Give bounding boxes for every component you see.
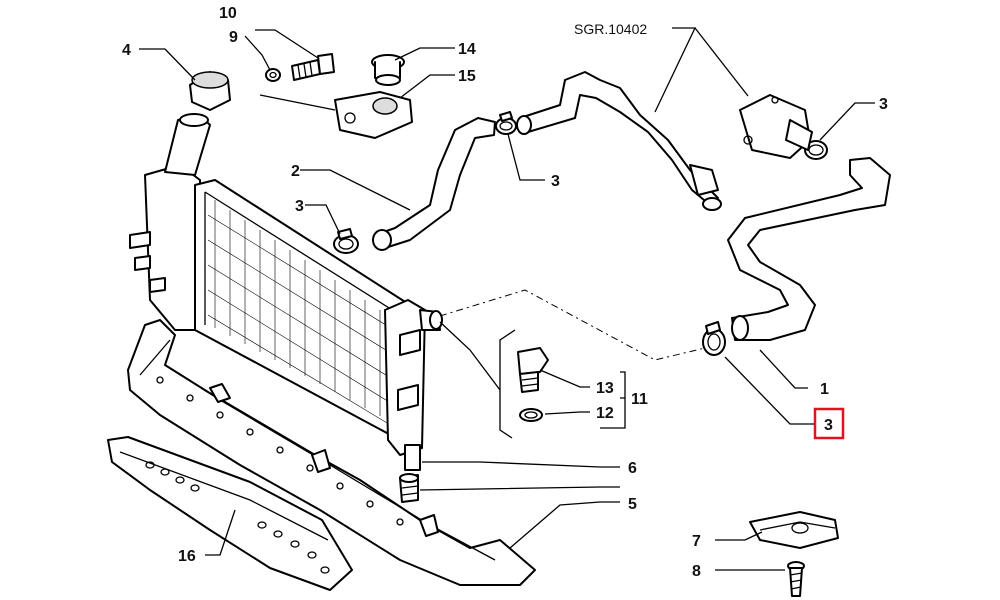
callout-14: 14 — [458, 41, 476, 58]
radiator — [129, 113, 443, 471]
callout-8: 8 — [692, 563, 701, 580]
callout-9: 9 — [229, 29, 238, 46]
callout-1: 1 — [820, 381, 829, 398]
callout-13: 13 — [596, 380, 614, 397]
part-2-upper-hose — [372, 117, 496, 251]
clamp-top-right — [804, 140, 828, 160]
callout-7: 7 — [692, 533, 701, 550]
callout-3-top-mid: 3 — [551, 173, 560, 190]
part-11-bracket-line — [499, 329, 516, 439]
clamp-highlighted — [702, 321, 726, 356]
thermostat-housing — [739, 94, 813, 159]
part-16-lower-shield — [107, 436, 353, 591]
coolant-pipe-assembly — [516, 71, 722, 211]
callout-11: 11 — [631, 391, 648, 408]
assembly-dash-line — [439, 289, 706, 361]
clamp-top-mid — [495, 111, 517, 135]
callout-16: 16 — [178, 548, 196, 565]
callout-3-highlighted: 3 — [824, 417, 833, 434]
part-12-o-ring — [519, 408, 543, 422]
callout-6: 6 — [628, 460, 637, 477]
callout-4: 4 — [122, 42, 131, 59]
part-10-screw — [291, 53, 335, 81]
part-9-washer — [265, 68, 281, 82]
part-8-screw — [787, 561, 805, 597]
part-1-lower-hose — [727, 157, 891, 341]
callout-3-left: 3 — [295, 198, 304, 215]
reference-code-label: SGR.10402 — [574, 21, 647, 37]
leader-lines — [139, 27, 875, 571]
part-14-bleed-cap — [371, 54, 405, 86]
callout-15: 15 — [458, 68, 476, 85]
part-4-cap — [189, 71, 231, 111]
part-7-clip — [749, 511, 839, 549]
part-6-drain-plug — [399, 473, 419, 503]
callout-10: 10 — [219, 5, 237, 22]
callout-3-top-right: 3 — [879, 96, 888, 113]
callout-12: 12 — [596, 405, 614, 422]
part-5-cross-member — [127, 319, 536, 586]
part-15-bracket — [259, 91, 413, 139]
callout-2: 2 — [291, 163, 300, 180]
clamp-left — [333, 228, 359, 254]
highlight-box — [813, 407, 845, 440]
part-13-temp-sensor — [517, 347, 549, 393]
callout-5: 5 — [628, 496, 637, 513]
